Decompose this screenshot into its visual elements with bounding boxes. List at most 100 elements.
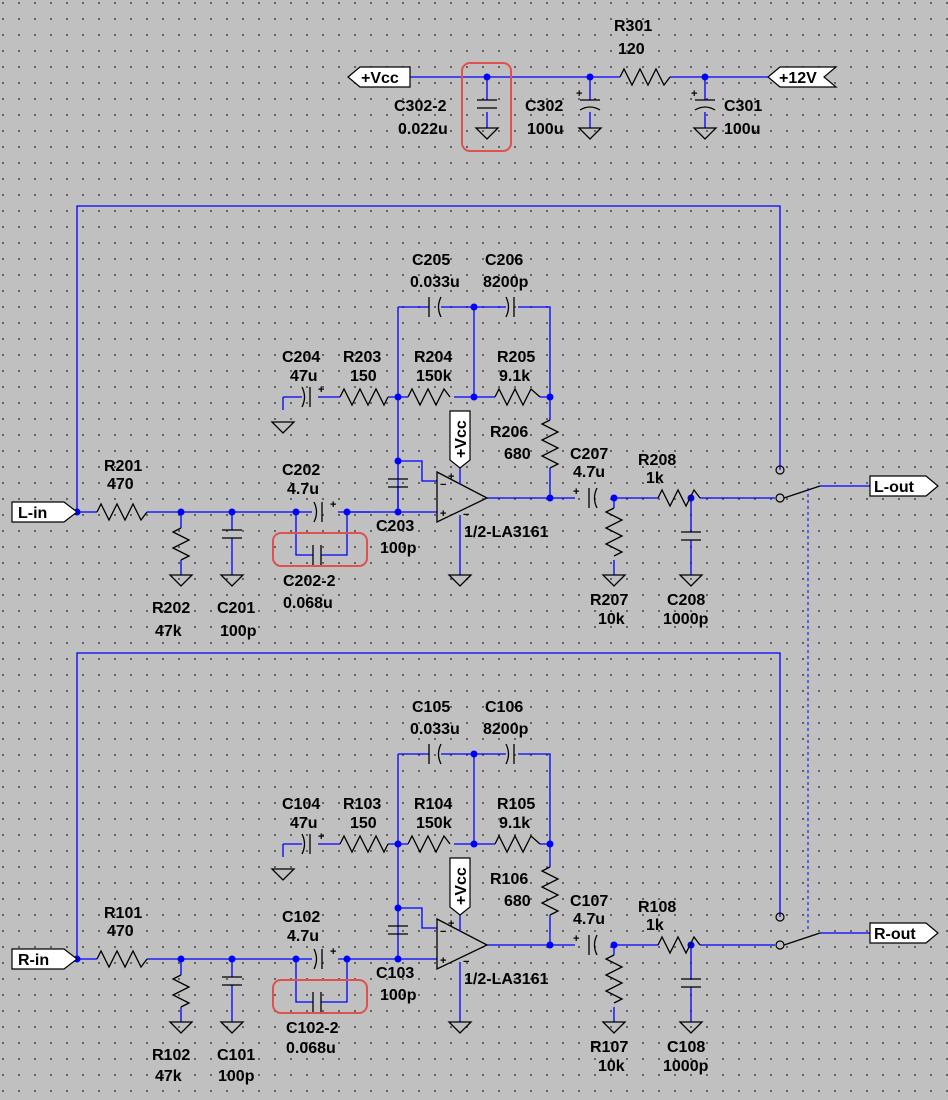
opamp-l-minus: − xyxy=(440,479,446,491)
r101-value: 470 xyxy=(107,923,134,940)
capacitor-c301: + C301 100u xyxy=(691,88,762,140)
capacitor-c106: C106 8200p xyxy=(483,699,529,765)
r108-value: 1k xyxy=(646,917,664,934)
c108-value: 1000p xyxy=(663,1058,709,1075)
capacitor-c206: C206 8200p xyxy=(483,252,529,318)
opamp-r-vminus: − xyxy=(463,956,469,968)
c205-name: C205 xyxy=(412,252,450,269)
r102-value: 47k xyxy=(155,1068,182,1085)
resistor-r205: R205 9.1k xyxy=(494,349,541,407)
capacitor-c205: C205 0.033u xyxy=(410,252,460,318)
r106-value: 680 xyxy=(504,893,531,910)
r202-value: 47k xyxy=(155,623,182,640)
left-channel: L-in L-out R201 470 R202 47k xyxy=(11,205,939,640)
capacitor-c102: + C102 4.7u xyxy=(282,909,336,970)
c207-plus: + xyxy=(573,486,579,498)
c302-2-value: 0.022u xyxy=(398,121,448,138)
c106-name: C106 xyxy=(485,699,523,716)
vcc-port-r-label: +Vcc xyxy=(453,867,470,905)
c207-name: C207 xyxy=(570,446,608,463)
opamp-l-vplus: + xyxy=(448,471,454,483)
c101-name: C101 xyxy=(217,1047,255,1064)
r204-value: 150k xyxy=(416,368,452,385)
l-in-port: L-in xyxy=(11,501,78,523)
r203-value: 150 xyxy=(350,368,377,385)
resistor-r108: R108 1k xyxy=(638,899,701,955)
opamp-r-plus: + xyxy=(440,955,446,967)
resistor-r107: R107 10k xyxy=(590,954,628,1075)
r104-value: 150k xyxy=(416,815,452,832)
right-channel: R-in R-out R101 470 R102 47k C101 100p xyxy=(11,652,939,1085)
c202-name: C202 xyxy=(282,462,320,479)
r202-name: R202 xyxy=(152,600,190,617)
r205-name: R205 xyxy=(497,349,535,366)
c105-value: 0.033u xyxy=(410,721,460,738)
c101-value: 100p xyxy=(218,1068,255,1085)
capacitor-c104: + C104 47u xyxy=(271,796,324,881)
r105-value: 9.1k xyxy=(499,815,530,832)
r207-name: R207 xyxy=(590,592,628,609)
capacitor-c102-2: C102-2 0.068u xyxy=(272,979,368,1057)
c202-plus: + xyxy=(330,499,336,511)
r-out-label: R-out xyxy=(874,926,916,943)
resistor-r203: R203 150 xyxy=(339,349,389,407)
resistor-r105: R105 9.1k xyxy=(494,796,541,854)
c107-name: C107 xyxy=(570,893,608,910)
capacitor-c202-2: C202-2 0.068u xyxy=(272,532,368,612)
r107-name: R107 xyxy=(590,1039,628,1056)
c206-name: C206 xyxy=(485,252,523,269)
output-switch-l xyxy=(775,465,821,503)
c104-name: C104 xyxy=(282,796,320,813)
capacitor-c203: C203 100p xyxy=(376,478,417,557)
c301-plus: + xyxy=(691,88,697,100)
resistor-r106: R106 680 xyxy=(490,866,560,916)
c107-plus: + xyxy=(573,933,579,945)
c107-value: 4.7u xyxy=(573,911,605,928)
c205-value: 0.033u xyxy=(410,274,460,291)
r107-value: 10k xyxy=(598,1058,625,1075)
r203-name: R203 xyxy=(343,349,381,366)
c203-name: C203 xyxy=(376,518,414,535)
v12-port: +12V xyxy=(767,66,838,88)
capacitor-c302-2: C302-2 0.022u xyxy=(394,62,512,152)
c203-value: 100p xyxy=(380,540,417,557)
resistor-r201: R201 470 xyxy=(96,458,148,522)
c201-value: 100p xyxy=(220,623,257,640)
resistor-r206: R206 680 xyxy=(490,419,560,469)
r207-value: 10k xyxy=(598,611,625,628)
r204-name: R204 xyxy=(414,349,452,366)
c206-value: 8200p xyxy=(483,274,529,291)
capacitor-c108: C108 1000p xyxy=(663,978,709,1075)
opamp-l: − + + − 1/2-LA3161 xyxy=(436,468,549,587)
capacitor-c302: + C302 100u xyxy=(525,88,602,140)
c208-value: 1000p xyxy=(663,611,709,628)
v12-port-label: +12V xyxy=(779,70,817,87)
c102-name: C102 xyxy=(282,909,320,926)
r208-value: 1k xyxy=(646,470,664,487)
c106-value: 8200p xyxy=(483,721,529,738)
r301-name: R301 xyxy=(614,18,652,35)
r102-name: R102 xyxy=(152,1047,190,1064)
output-switch-r xyxy=(775,912,821,950)
c103-value: 100p xyxy=(380,987,417,1004)
capacitor-c101: C101 100p xyxy=(217,976,255,1085)
c204-name: C204 xyxy=(282,349,320,366)
l-out-port: L-out xyxy=(869,475,939,497)
capacitor-c105: C105 0.033u xyxy=(410,699,460,765)
vcc-port-l: +Vcc xyxy=(449,410,471,469)
r208-name: R208 xyxy=(638,452,676,469)
c104-plus: + xyxy=(318,831,324,843)
c105-name: C105 xyxy=(412,699,450,716)
capacitor-c207: + C207 4.7u xyxy=(570,446,608,509)
resistor-r204: R204 150k xyxy=(407,349,452,407)
c102-2-name: C102-2 xyxy=(286,1020,339,1037)
opamp-l-plus: + xyxy=(440,508,446,520)
opamp-r-minus: − xyxy=(440,926,446,938)
c302-value: 100u xyxy=(527,121,563,138)
capacitor-c202: + C202 4.7u xyxy=(282,462,336,523)
resistor-r101: R101 470 xyxy=(96,905,148,969)
c301-name: C301 xyxy=(724,98,762,115)
vcc-port-r: +Vcc xyxy=(449,857,471,916)
opamp-l-vminus: − xyxy=(463,509,469,521)
